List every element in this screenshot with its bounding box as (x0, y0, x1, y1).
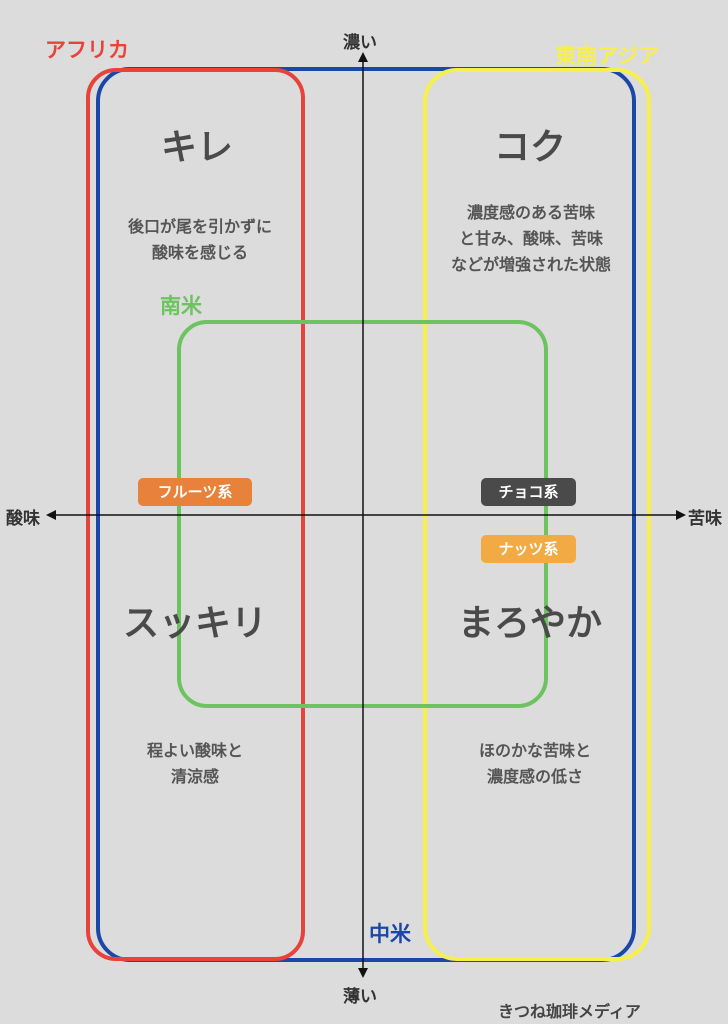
desc-line: と甘み、酸味、苦味 (458, 229, 603, 248)
quadrant-desc-sukkiri: 程よい酸味と 清涼感 (100, 738, 290, 790)
quadrant-desc-koku: 濃度感のある苦味 と甘み、酸味、苦味 などが増強された状態 (425, 200, 637, 278)
desc-line: 後口が尾を引かずに (127, 217, 272, 236)
region-label-south-america: 南米 (160, 294, 202, 318)
axis-label-left: 酸味 (6, 509, 40, 529)
desc-line: などが増強された状態 (450, 255, 611, 274)
quadrant-title-sukkiri: スッキリ (122, 603, 267, 644)
desc-line: 程よい酸味と (146, 741, 243, 760)
axis-label-right: 苦味 (688, 509, 722, 529)
region-label-southeast-asia: 東南アジア (555, 44, 660, 68)
axis-label-bottom: 薄い (343, 987, 377, 1007)
horizontal-axis-arrow-left (46, 510, 56, 520)
credit-text: きつね珈琲メディア (498, 1002, 641, 1021)
quadrant-desc-kire: 後口が尾を引かずに 酸味を感じる (100, 214, 300, 266)
region-label-africa: アフリカ (45, 38, 129, 62)
desc-line: 酸味を感じる (151, 243, 248, 262)
quadrant-title-koku: コク (493, 127, 566, 168)
quadrant-title-kire: キレ (160, 127, 233, 168)
desc-line: 濃度感のある苦味 (466, 203, 595, 222)
quadrant-title-maroyaka: まろやか (457, 603, 602, 644)
vertical-axis-arrow-bottom (358, 968, 368, 978)
vertical-axis-arrow-top (358, 52, 368, 62)
badge-nuts: ナッツ系 (481, 535, 576, 563)
axis-label-top: 濃い (343, 33, 377, 53)
desc-line: ほのかな苦味と (478, 741, 591, 760)
horizontal-axis-arrow-right (676, 510, 686, 520)
desc-line: 濃度感の低さ (486, 767, 583, 786)
quadrant-desc-maroyaka: ほのかな苦味と 濃度感の低さ (440, 738, 630, 790)
badge-fruit: フルーツ系 (138, 478, 252, 506)
badge-choco: チョコ系 (481, 478, 576, 506)
region-label-central-america: 中米 (369, 922, 411, 946)
desc-line: 清涼感 (170, 767, 219, 786)
